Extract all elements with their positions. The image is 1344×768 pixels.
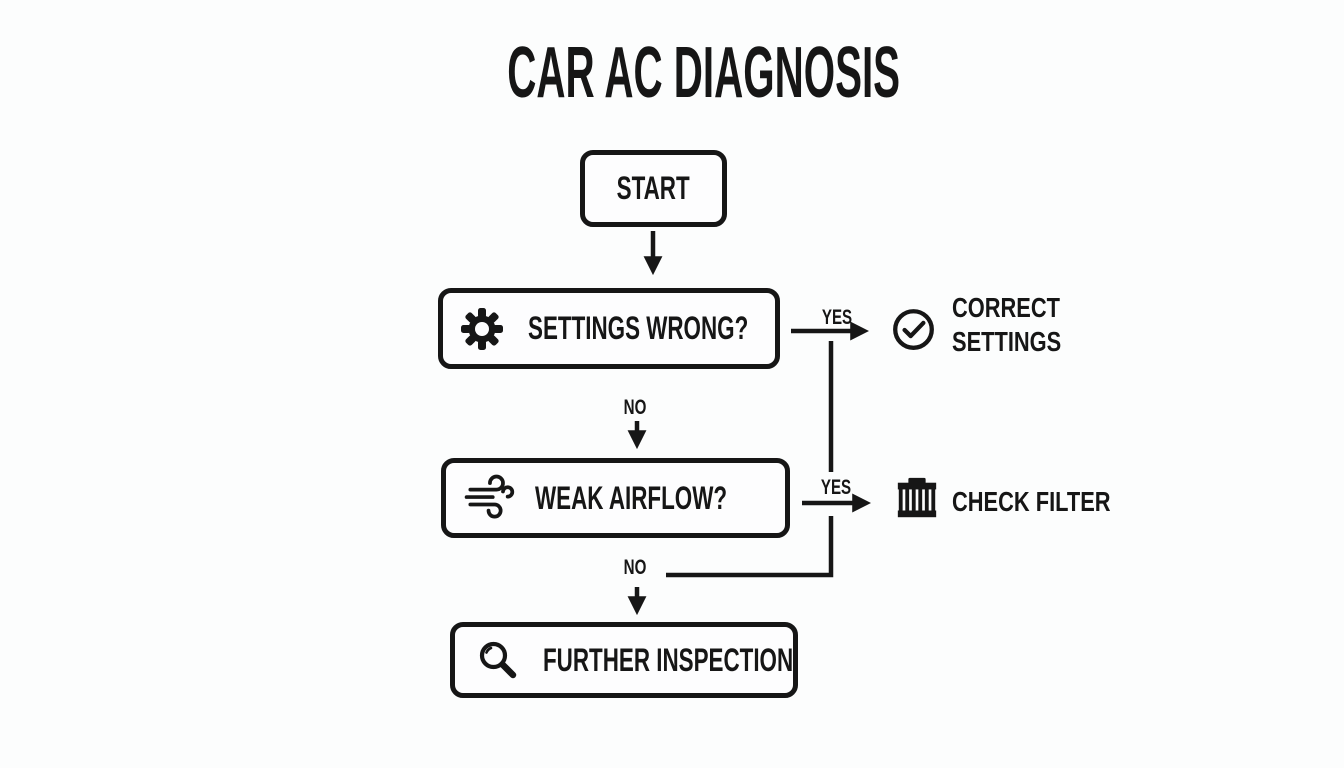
edge-label-settings-yes: YES xyxy=(821,306,853,329)
node-weak-airflow-label: WEAK AIRFLOW? xyxy=(535,479,728,516)
gear-icon xyxy=(458,305,506,353)
edge-label-airflow-yes: YES xyxy=(820,476,852,499)
check-circle-icon xyxy=(891,307,936,357)
edge-label-settings-no: NO xyxy=(623,396,647,419)
node-further-inspection: FURTHER INSPECTION xyxy=(450,622,798,698)
diagram-title-text: CAR AC DIAGNOSIS xyxy=(507,33,901,113)
node-settings-wrong-label: SETTINGS WRONG? xyxy=(528,310,749,346)
node-weak-airflow: WEAK AIRFLOW? xyxy=(441,458,790,538)
edge-label-airflow-no: NO xyxy=(623,556,647,579)
magnifier-icon xyxy=(475,637,521,683)
node-settings-wrong: SETTINGS WRONG? xyxy=(438,288,780,369)
wind-icon xyxy=(461,473,517,523)
filter-icon xyxy=(894,477,940,526)
node-further-inspection-label: FURTHER INSPECTION xyxy=(543,641,794,678)
edge-branch-vertical-lower xyxy=(666,516,834,578)
diagram-title: CAR AC DIAGNOSIS xyxy=(353,33,1027,113)
node-start: START xyxy=(580,150,727,227)
outcome-check-filter-label: CHECK FILTER xyxy=(952,486,1111,517)
outcome-correct-settings-label: CORRECT SETTINGS xyxy=(952,292,1062,357)
node-start-label: START xyxy=(617,170,690,206)
